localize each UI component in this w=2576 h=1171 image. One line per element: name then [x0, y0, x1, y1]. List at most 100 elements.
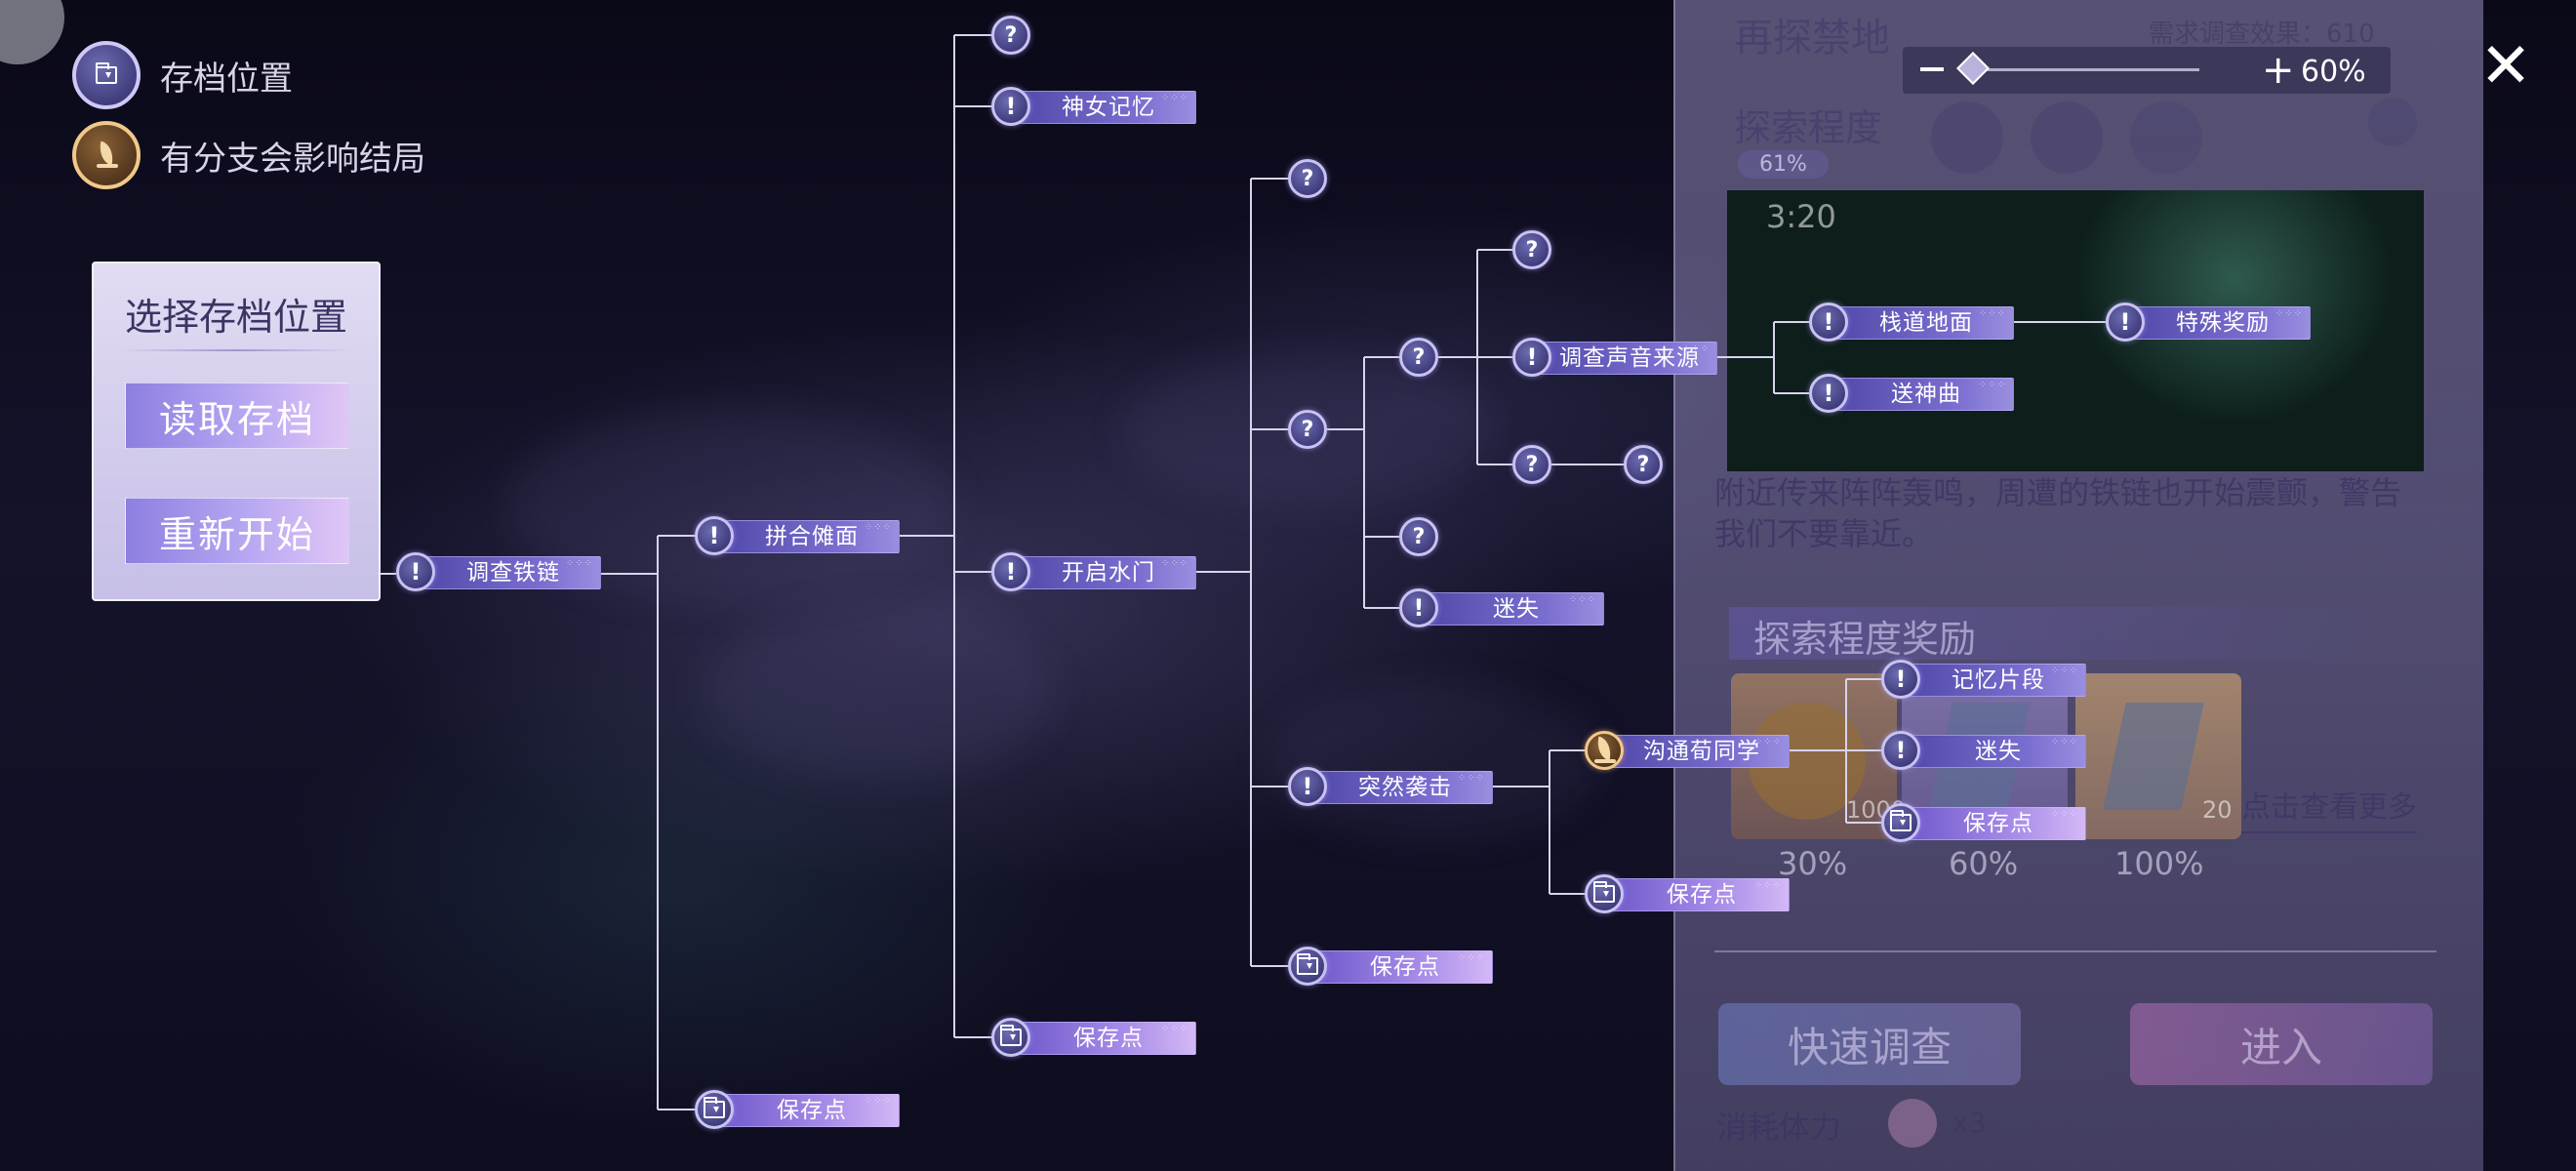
save-point-icon	[1881, 803, 1920, 842]
save-point-icon	[72, 41, 141, 109]
exclaim-icon: !	[2106, 303, 2145, 342]
question-icon: ?	[991, 16, 1030, 55]
save-select-card: 选择存档位置 读取存档 重新开始	[92, 262, 381, 601]
panel-divider	[1714, 950, 2436, 952]
rewards-title: 探索程度奖励	[1753, 618, 1977, 661]
question-icon: ?	[1399, 338, 1438, 377]
exclaim-icon: !	[695, 516, 734, 555]
stage-title: 再探禁地	[1734, 16, 1890, 61]
view-more-link[interactable]: 点击查看更多	[2241, 783, 2417, 833]
legend-branch: 有分支会影响结局	[72, 121, 425, 189]
node-unknown[interactable]: ?	[991, 16, 1030, 55]
zoom-control: + 60%	[1903, 47, 2391, 94]
close-icon[interactable]: ✕	[2479, 30, 2532, 102]
stage-description: 附近传来阵阵轰鸣，周遭的铁链也开始震颤，警告我们不要靠近。	[1714, 474, 2402, 552]
question-icon: ?	[1288, 410, 1327, 449]
background-building	[1268, 683, 1600, 839]
zoom-slider-thumb[interactable]	[1956, 52, 1990, 85]
corner-ornament	[0, 0, 64, 64]
load-save-button[interactable]: 读取存档	[125, 383, 349, 449]
enter-button[interactable]: 进入	[2130, 1003, 2433, 1085]
question-icon: ?	[1624, 445, 1663, 484]
question-icon: ?	[1288, 159, 1327, 198]
zoom-out-button[interactable]	[1920, 67, 1944, 71]
crystal-icon	[2103, 703, 2204, 810]
zoom-level: 60%	[2301, 55, 2366, 89]
exclaim-icon: !	[1809, 303, 1848, 342]
node-open-gate[interactable]: !开启水门⁘⁘⁘	[991, 552, 1196, 591]
node-unknown[interactable]: ?	[1399, 517, 1438, 556]
exclaim-icon: !	[1399, 588, 1438, 627]
reward-threshold: 30%	[1778, 845, 1848, 882]
node-farewell-song[interactable]: !送神曲⁘⁘⁘	[1809, 374, 2014, 413]
zoom-in-button[interactable]: +	[2262, 48, 2295, 93]
quick-investigate-button[interactable]: 快速调查	[1718, 1003, 2021, 1085]
node-save-point[interactable]: 保存点⁘⁘⁘	[695, 1090, 900, 1129]
branch-leaf-icon	[1585, 731, 1624, 770]
node-investigate-chain[interactable]: !调查铁链⁘⁘⁘	[396, 552, 601, 591]
save-point-icon	[1585, 874, 1624, 913]
node-unknown[interactable]: ?	[1624, 445, 1663, 484]
requirement-text: 需求调查效果：610	[2149, 20, 2375, 49]
exclaim-icon: !	[1881, 660, 1920, 699]
node-memory-fragment[interactable]: !记忆片段⁘⁘⁘	[1881, 660, 2086, 699]
node-unknown[interactable]: ?	[1512, 230, 1551, 269]
question-icon: ?	[1399, 517, 1438, 556]
stage-info-panel: 再探禁地 需求调查效果：610 探索程度 61% 附近传来阵阵轰鸣，周遭的铁链也…	[1673, 0, 2483, 1171]
node-save-point[interactable]: 保存点⁘⁘⁘	[1881, 803, 2086, 842]
stamina-icon	[1888, 1099, 1937, 1148]
reward-threshold: 60%	[1949, 845, 2019, 882]
node-lost[interactable]: !迷失⁘⁘⁘	[1881, 731, 2086, 770]
node-plank-ground[interactable]: !栈道地面⁘⁘⁘	[1809, 303, 2014, 342]
node-unknown[interactable]: ?	[1399, 338, 1438, 377]
node-sudden-attack[interactable]: !突然袭击⁘⁘⁘	[1288, 767, 1493, 806]
question-icon: ?	[1512, 445, 1551, 484]
share-icon	[2368, 98, 2417, 146]
save-card-divider	[121, 349, 351, 351]
reward-threshold: 100%	[2114, 845, 2204, 882]
node-goddess-memory[interactable]: !神女记忆⁘⁘⁘	[991, 87, 1196, 126]
exclaim-icon: !	[1881, 731, 1920, 770]
node-sound-source[interactable]: !调查声音来源⁘⁘⁘	[1512, 338, 1717, 377]
legend-save-label: 存档位置	[160, 59, 293, 99]
reward-count: 20	[2202, 796, 2233, 824]
save-point-icon	[695, 1090, 734, 1129]
node-unknown[interactable]: ?	[1512, 445, 1551, 484]
restart-button[interactable]: 重新开始	[125, 498, 349, 564]
question-icon: ?	[1512, 230, 1551, 269]
exclaim-icon: !	[1512, 338, 1551, 377]
stamina-cost: x3	[1952, 1107, 1987, 1139]
rewards-header-bg	[1729, 607, 2373, 660]
node-save-point[interactable]: 保存点⁘⁘⁘	[1288, 947, 1493, 986]
reward-crystal-2[interactable]: 20	[2075, 673, 2241, 839]
node-save-point[interactable]: 保存点⁘⁘⁘	[1585, 874, 1790, 913]
progress-label: 探索程度	[1734, 106, 1883, 149]
node-save-point[interactable]: 保存点⁘⁘⁘	[991, 1018, 1196, 1057]
preview-timer: 3:20	[1766, 198, 1836, 235]
node-lost[interactable]: !迷失⁘⁘⁘	[1399, 588, 1604, 627]
save-point-icon	[991, 1018, 1030, 1057]
box-icon	[2130, 101, 2202, 174]
node-talk-classmate[interactable]: 沟通荀同学⁘⁘⁘	[1585, 731, 1790, 770]
exclaim-icon: !	[991, 552, 1030, 591]
background-building	[703, 605, 1054, 781]
zoom-slider-track[interactable]	[1961, 68, 2199, 71]
puzzle-icon	[1931, 101, 2003, 174]
exclaim-icon: !	[1288, 767, 1327, 806]
node-special-reward[interactable]: !特殊奖励⁘⁘⁘	[2106, 303, 2311, 342]
exclaim-icon: !	[1809, 374, 1848, 413]
chest-icon	[2031, 101, 2103, 174]
save-point-icon	[1288, 947, 1327, 986]
save-card-title: 选择存档位置	[124, 296, 347, 339]
legend-branch-label: 有分支会影响结局	[160, 139, 425, 179]
progress-value: 61%	[1738, 150, 1829, 179]
node-piece-mask[interactable]: !拼合傩面⁘⁘⁘	[695, 516, 900, 555]
exclaim-icon: !	[396, 552, 435, 591]
stamina-label: 消耗体力	[1716, 1109, 1842, 1146]
legend-save: 存档位置	[72, 41, 293, 109]
node-unknown[interactable]: ?	[1288, 410, 1327, 449]
node-unknown[interactable]: ?	[1288, 159, 1327, 198]
exclaim-icon: !	[991, 87, 1030, 126]
branch-leaf-icon	[72, 121, 141, 189]
